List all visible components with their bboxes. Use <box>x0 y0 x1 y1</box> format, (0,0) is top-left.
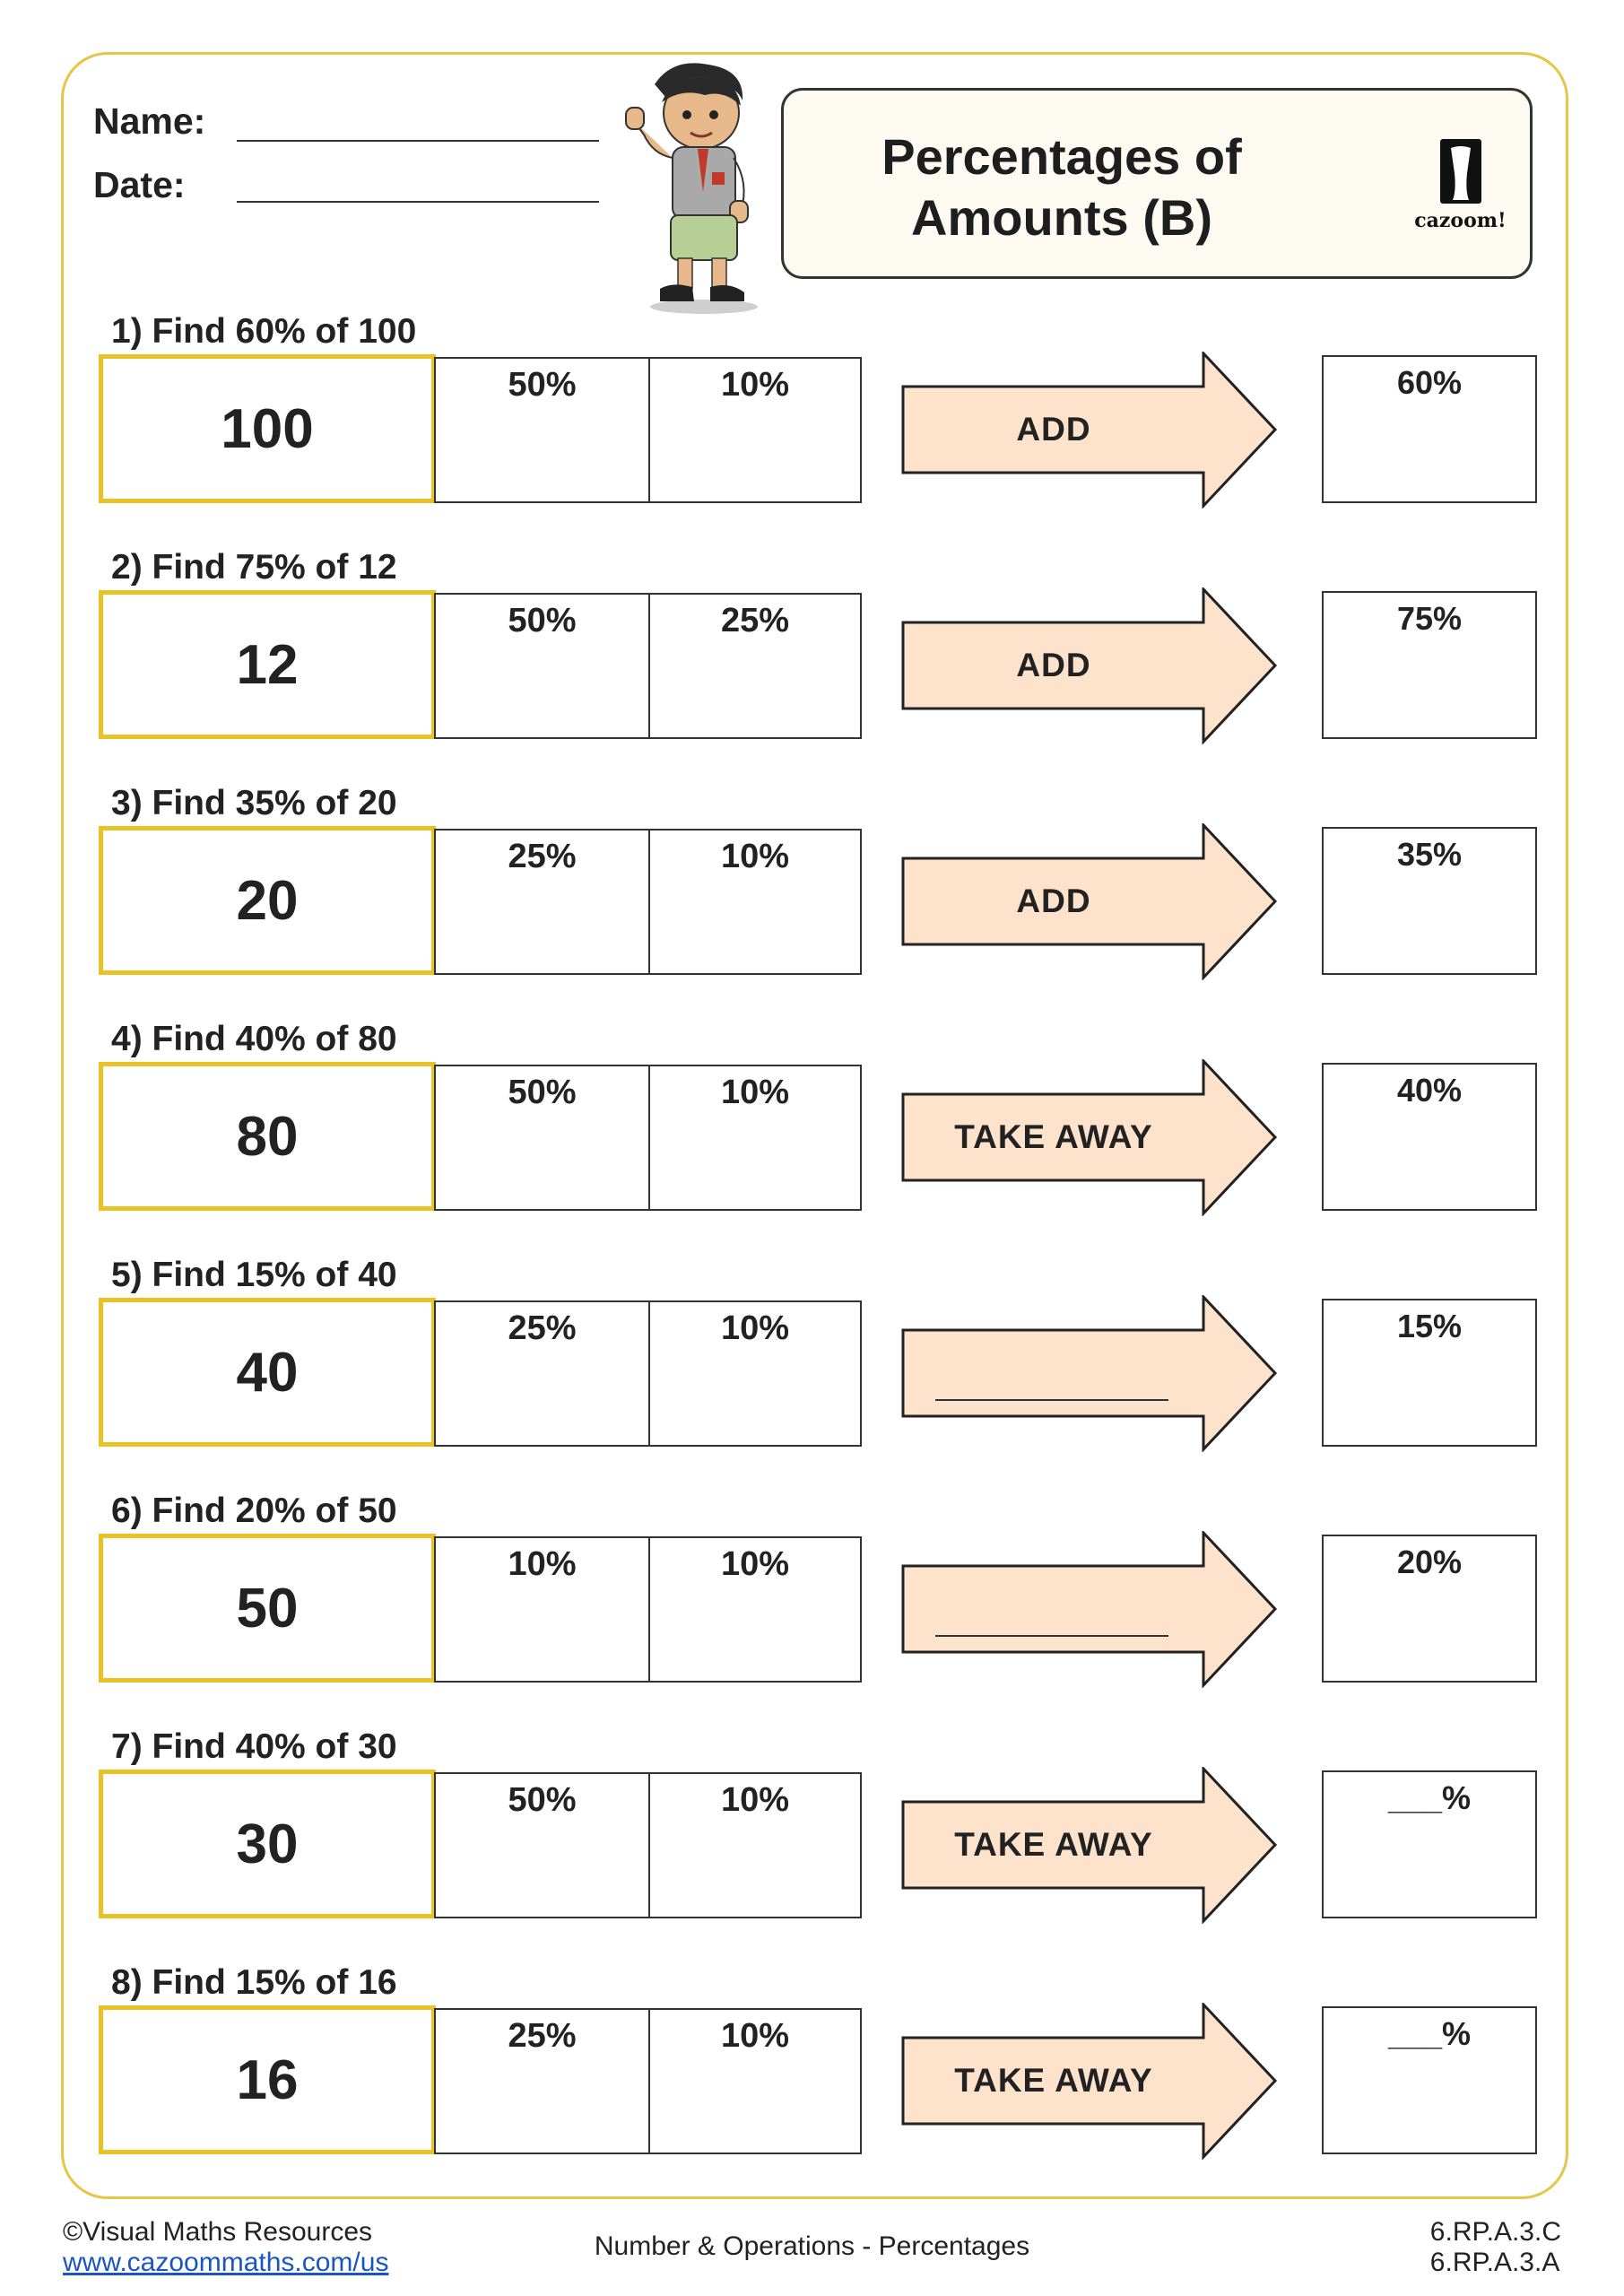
result-box[interactable]: 40% <box>1322 1063 1537 1211</box>
cazoom-logo-icon <box>1440 139 1481 204</box>
percent-cell[interactable]: 10% <box>648 1300 862 1447</box>
percent-cell[interactable]: 10% <box>648 357 862 503</box>
arrow-icon <box>901 587 1278 744</box>
date-field[interactable] <box>237 201 599 203</box>
operation-blank[interactable] <box>935 1635 1168 1637</box>
standard-code: 6.RP.A.3.A <box>1429 2248 1560 2277</box>
percent-cell[interactable]: 10% <box>434 1536 650 1683</box>
page-frame <box>61 52 1568 2199</box>
amount-box: 40 <box>99 1298 436 1447</box>
name-field[interactable] <box>237 140 599 142</box>
footer-left: ©Visual Maths Resources www.cazoommaths.… <box>63 2217 388 2278</box>
operation-blank[interactable] <box>935 1399 1168 1401</box>
cartoon-boy-icon <box>625 63 758 314</box>
amount-box: 50 <box>99 1534 436 1683</box>
percent-cell[interactable]: 25% <box>434 2008 650 2154</box>
amount-box: 30 <box>99 1770 436 1918</box>
question-label: 3) Find 35% of 20 <box>111 784 397 822</box>
question-label: 4) Find 40% of 80 <box>111 1020 397 1058</box>
result-box[interactable]: 35% <box>1322 827 1537 975</box>
amount-box: 16 <box>99 2005 436 2154</box>
arrow-icon <box>901 1531 1278 1688</box>
copyright-text: ©Visual Maths Resources <box>63 2217 373 2247</box>
percent-cell[interactable]: 50% <box>434 1065 650 1211</box>
percent-cell[interactable]: 50% <box>434 593 650 739</box>
standard-code: 6.RP.A.3.C <box>1429 2217 1561 2247</box>
result-box[interactable]: 75% <box>1322 591 1537 739</box>
page-title: Percentages of Amounts (B) <box>881 128 1242 246</box>
operation-label: TAKE AWAY <box>954 1118 1153 1155</box>
arrow-icon <box>901 352 1278 509</box>
arrow-icon <box>901 1295 1278 1452</box>
amount-box: 12 <box>99 590 436 739</box>
percent-cell[interactable]: 25% <box>434 829 650 975</box>
operation-label: ADD <box>1016 647 1091 683</box>
result-box[interactable]: 60% <box>1322 355 1537 503</box>
operation-label: TAKE AWAY <box>954 2062 1153 2099</box>
result-box[interactable]: 15% <box>1322 1299 1537 1447</box>
amount-box: 80 <box>99 1062 436 1211</box>
percent-cell[interactable]: 50% <box>434 1772 650 1918</box>
footer-topic: Number & Operations - Percentages <box>594 2231 1030 2261</box>
percent-cell[interactable]: 10% <box>648 1772 862 1918</box>
arrow-icon <box>901 1767 1278 1924</box>
question-label: 7) Find 40% of 30 <box>111 1727 397 1766</box>
operation-label: ADD <box>1016 883 1091 919</box>
title-box: Percentages of Amounts (B) cazoom! <box>781 88 1533 279</box>
percent-cell[interactable]: 10% <box>648 1065 862 1211</box>
name-label: Name: <box>93 100 206 142</box>
percent-cell[interactable]: 10% <box>648 1536 862 1683</box>
result-box[interactable]: 20% <box>1322 1535 1537 1683</box>
percent-cell[interactable]: 25% <box>648 593 862 739</box>
question-label: 1) Find 60% of 100 <box>111 312 417 351</box>
question-label: 2) Find 75% of 12 <box>111 548 397 587</box>
arrow-icon <box>901 1059 1278 1216</box>
footer-standards: 6.RP.A.3.C 6.RP.A.3.A <box>1430 2217 1561 2278</box>
percent-cell[interactable]: 10% <box>648 2008 862 2154</box>
cazoom-logo: cazoom! <box>1404 137 1516 236</box>
result-box[interactable]: ___% <box>1322 2006 1537 2154</box>
percent-cell[interactable]: 10% <box>648 829 862 975</box>
operation-label: ADD <box>1016 411 1091 448</box>
question-label: 5) Find 15% of 40 <box>111 1256 397 1294</box>
question-label: 8) Find 15% of 16 <box>111 1963 397 2002</box>
question-label: 6) Find 20% of 50 <box>111 1492 397 1530</box>
result-box[interactable]: ___% <box>1322 1770 1537 1918</box>
date-label: Date: <box>93 164 186 205</box>
arrow-icon <box>901 823 1278 980</box>
percent-cell[interactable]: 50% <box>434 357 650 503</box>
amount-box: 100 <box>99 354 436 503</box>
website-link[interactable]: www.cazoommaths.com/us <box>63 2248 389 2277</box>
amount-box: 20 <box>99 826 436 975</box>
arrow-icon <box>901 2003 1278 2160</box>
operation-label: TAKE AWAY <box>954 1826 1153 1863</box>
percent-cell[interactable]: 25% <box>434 1300 650 1447</box>
